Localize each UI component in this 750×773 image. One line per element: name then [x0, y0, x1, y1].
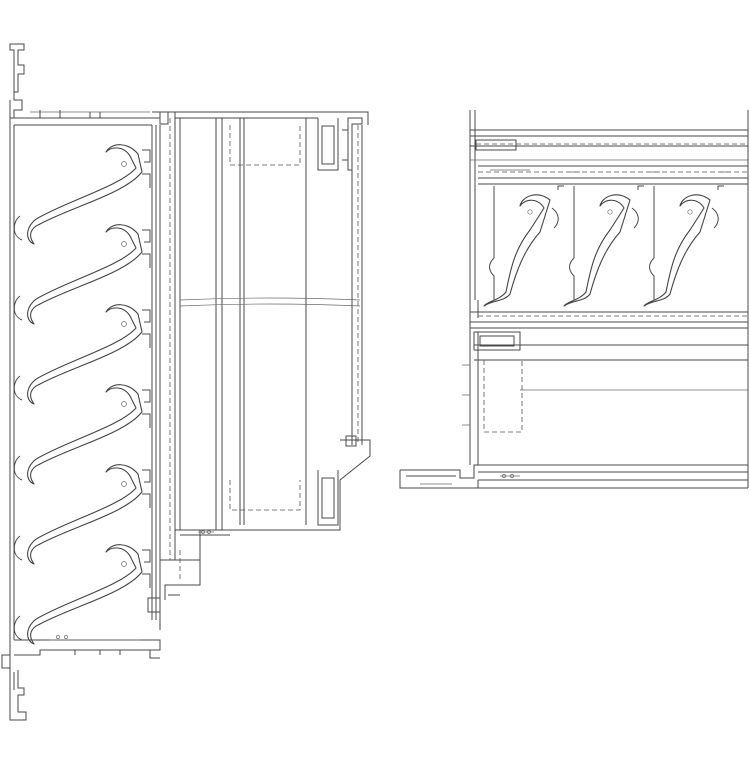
louver-blade [13, 384, 151, 485]
louver-blade [13, 304, 151, 405]
louver-blade [13, 224, 151, 325]
louver-blade-group [483, 185, 724, 307]
top-mounting-bracket [9, 43, 25, 119]
louver-blade [13, 144, 151, 245]
bottom-mounting-bracket [1, 654, 27, 721]
louver-blade [643, 185, 724, 307]
louver-blade [13, 544, 151, 645]
head-profile [469, 110, 748, 465]
louver-blade [483, 185, 564, 307]
blade-carrier [151, 125, 161, 630]
outer-frame [9, 110, 369, 665]
louver-blade-group [13, 144, 151, 645]
glazing-panel [179, 118, 363, 530]
louver-blade [13, 464, 151, 565]
transom [462, 300, 748, 465]
bottom-mullion [160, 435, 371, 600]
louver-blade [563, 185, 644, 307]
vertical-section-view [1, 43, 371, 721]
sill-profile [399, 464, 748, 489]
top-mullion [317, 117, 363, 171]
horizontal-section-view [399, 110, 749, 489]
bottom-rail [14, 597, 161, 659]
